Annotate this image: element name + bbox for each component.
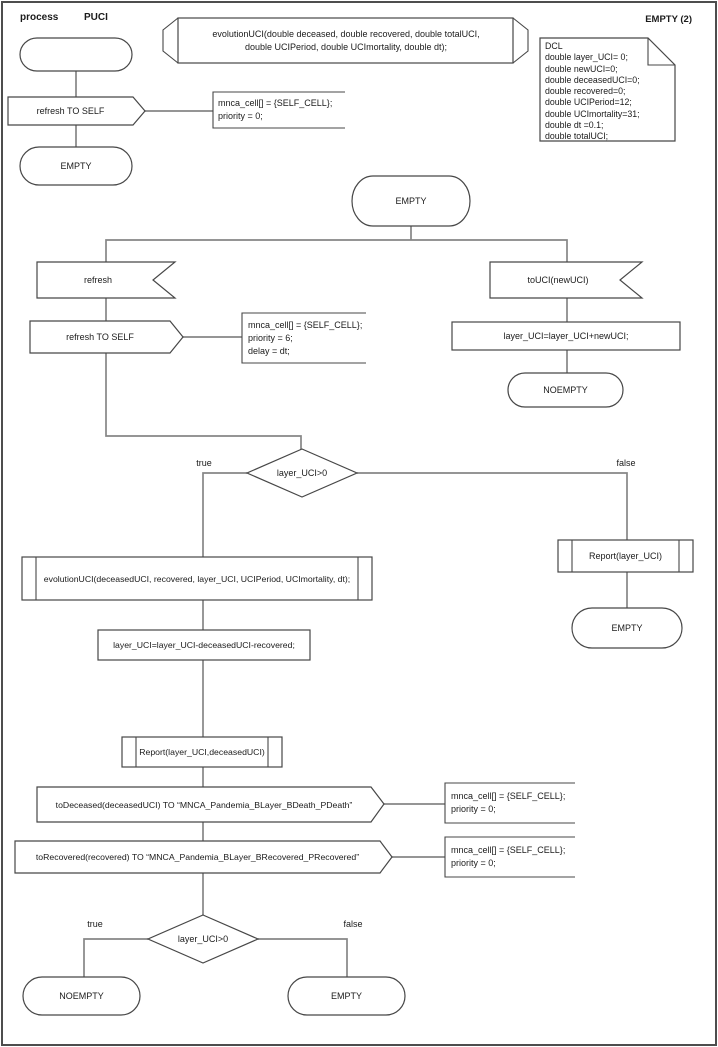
true-branch-connector	[83, 938, 148, 977]
state-noempty-symbol	[507, 372, 624, 408]
state-empty-right-label: EMPTY	[611, 623, 643, 633]
decision-bottom-true-label: true	[87, 918, 103, 929]
decision-top-true-label: true	[196, 457, 212, 468]
call-report-label: Report(layer_UCI)	[588, 551, 663, 561]
process-kind-label: process	[20, 12, 59, 23]
comment-box	[241, 312, 366, 364]
connector	[105, 353, 302, 451]
state-noempty-bottom-label: NOEMPTY	[59, 991, 104, 1001]
output-refresh-to-self-2-label: refresh TO SELF	[66, 332, 134, 342]
call-rect	[21, 556, 373, 601]
procedure-call-evolutionuci-symbol	[21, 556, 373, 601]
state-empty-right-symbol	[571, 607, 683, 649]
comment-box	[444, 836, 575, 878]
page-name-label: EMPTY (2)	[645, 14, 692, 25]
dcl-folded-corner	[647, 38, 675, 66]
comment-box	[212, 91, 345, 129]
decision-top-condition: layer_UCI>0	[276, 468, 328, 478]
output-torecovered-label: toRecovered(recovered) TO “MNCA_Pandemia…	[35, 852, 360, 862]
procedure-call-report2-symbol	[121, 736, 283, 768]
dcl-paper	[539, 37, 676, 142]
state-noempty-bottom-symbol	[22, 976, 141, 1016]
dcl-text-symbol	[539, 37, 676, 142]
output-torecovered-symbol	[14, 840, 393, 874]
output-refresh-to-self-label: refresh TO SELF	[36, 106, 105, 116]
input-refresh-label: refresh	[83, 275, 112, 285]
true-branch-connector	[202, 472, 247, 557]
start-state-symbol	[19, 37, 133, 72]
decision-bottom-false-label: false	[343, 918, 363, 929]
process-name-label: PUCI	[84, 12, 108, 23]
state-empty-symbol	[19, 146, 133, 186]
task-add-newuci-symbol	[451, 321, 681, 351]
comment-text: mnca_cell[] = {SELF_CELL}; priority = 0;	[451, 791, 566, 814]
state-branch-connector	[105, 226, 568, 262]
task-add-newuci-label: layer_UCI=layer_UCI+newUCI;	[503, 331, 629, 341]
procedure-call-report-symbol	[557, 539, 694, 573]
input-refresh-symbol	[36, 261, 177, 299]
output-refresh-to-self-2-symbol	[29, 320, 184, 354]
state-empty-main-symbol	[351, 175, 471, 227]
state-empty-label: EMPTY	[60, 161, 92, 171]
left-bracket	[162, 17, 179, 64]
right-bracket	[512, 17, 529, 64]
task-subtract-label: layer_UCI=layer_UCI-deceasedUCI-recovere…	[113, 640, 295, 650]
decision-layer-uci-top-symbol	[245, 448, 359, 498]
call-bars	[35, 557, 359, 600]
procedure-declaration-symbol	[162, 17, 529, 64]
procedure-declaration-rect	[177, 17, 514, 64]
false-branch-connector	[357, 472, 628, 540]
procedure-declaration-text: evolutionUCI(double deceased, double rec…	[212, 28, 480, 52]
state-empty-bottom-symbol	[287, 976, 406, 1016]
comment-box	[444, 782, 575, 824]
call-rect	[557, 539, 694, 573]
input-touci-label: toUCI(newUCI)	[527, 275, 589, 285]
decision-layer-uci-bottom-symbol	[146, 914, 260, 964]
call-evolutionuci-label: evolutionUCI(deceasedUCI, recovered, lay…	[43, 573, 351, 584]
comment-text: mnca_cell[] = {SELF_CELL}; priority = 0;	[218, 98, 333, 121]
dcl-text: DCL double layer_UCI= 0; double newUCI=0…	[545, 41, 640, 142]
comment-text: mnca_cell[] = {SELF_CELL}; priority = 6;…	[248, 319, 363, 356]
false-branch-connector	[258, 938, 348, 977]
input-touci-symbol	[489, 261, 644, 299]
state-noempty-label: NOEMPTY	[543, 385, 588, 395]
call-report2-label: Report(layer_UCI,deceasedUCI)	[139, 747, 265, 757]
decision-bottom-condition: layer_UCI>0	[177, 934, 229, 944]
call-bars	[571, 540, 680, 572]
state-empty-main-label: EMPTY	[395, 196, 427, 206]
output-refresh-to-self-symbol	[7, 96, 146, 126]
call-bars	[135, 737, 269, 767]
call-rect	[121, 736, 283, 768]
decision-top-false-label: false	[616, 457, 636, 468]
connector-lines	[75, 71, 628, 977]
state-empty-bottom-label: EMPTY	[330, 991, 362, 1001]
output-todeceased-label: toDeceased(deceasedUCI) TO “MNCA_Pandemi…	[55, 799, 353, 810]
comment-text: mnca_cell[] = {SELF_CELL}; priority = 0;	[451, 845, 566, 868]
output-todeceased-symbol	[36, 786, 385, 823]
task-subtract-symbol	[97, 629, 311, 661]
